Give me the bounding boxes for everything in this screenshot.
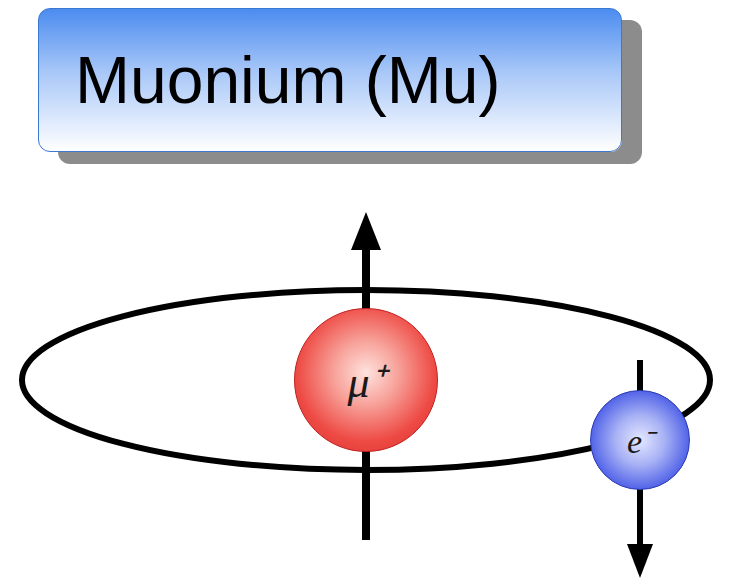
electron-circle: e⁻ [590, 390, 690, 490]
particle-label: e⁻ [627, 417, 653, 463]
muon-circle: μ⁺ [294, 308, 438, 452]
title-text: Muonium (Mu) [39, 42, 500, 118]
title-box: Muonium (Mu) [38, 8, 622, 152]
muon-spin-arrowhead [351, 212, 381, 250]
electron-spin-arrowhead [627, 544, 653, 578]
particle-label: μ⁺ [347, 350, 384, 410]
